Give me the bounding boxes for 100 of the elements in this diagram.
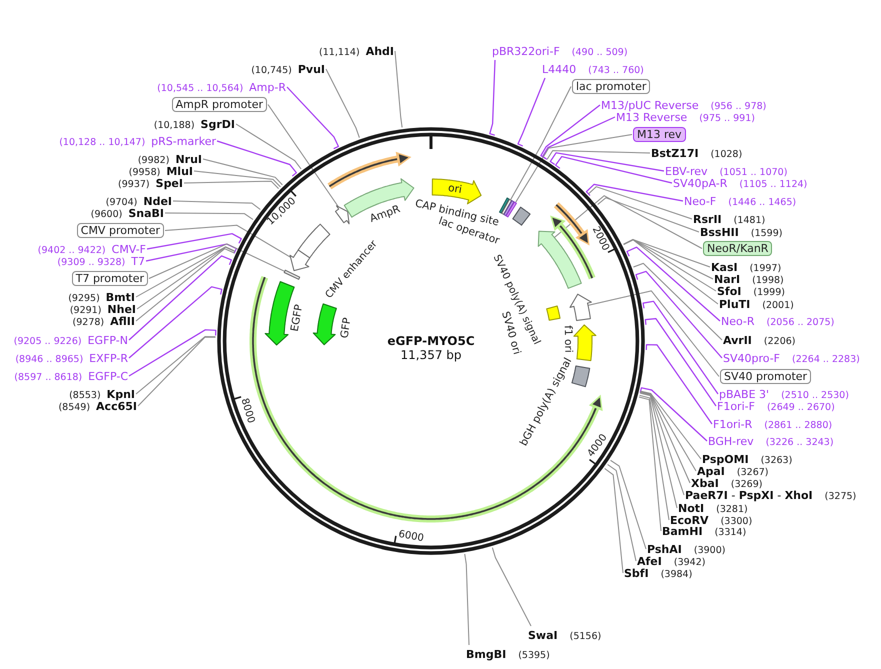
leader-line <box>554 195 702 249</box>
leader-line <box>510 86 572 200</box>
enzyme-name: BssHII <box>700 226 739 239</box>
primer-name: pBABE 3' <box>719 388 770 401</box>
enzyme-name: SbfI <box>624 567 649 580</box>
primer-binding-position: (8946 .. 8965) <box>15 354 84 365</box>
primer-name: pBR322ori-F <box>492 45 560 58</box>
primer-binding-position: (2056 .. 2075) <box>766 317 834 328</box>
leader-line <box>632 262 722 340</box>
feature-label: GFP <box>338 317 354 340</box>
leader-line <box>394 50 403 128</box>
leader-line <box>640 392 678 508</box>
enzyme-name: KasI <box>711 261 738 274</box>
cut-site-position: (3900) <box>694 545 726 556</box>
primer-name: EGFP-N <box>88 334 128 347</box>
feature-label: SV40 promoter <box>720 369 812 384</box>
leader-line <box>202 158 283 186</box>
primer-name: pRS-marker <box>151 135 216 148</box>
leader-line <box>146 244 237 262</box>
cut-site-position: (1998) <box>752 275 784 286</box>
enzyme-name: BmtI <box>106 291 135 304</box>
enzyme-name: AvrII <box>723 334 752 347</box>
primer-name: Amp-R <box>249 81 286 94</box>
leader-line <box>604 468 624 574</box>
leader-line <box>146 233 242 250</box>
enzyme-name: RsrII <box>693 213 722 226</box>
enzyme-name: SwaI <box>528 629 558 642</box>
leader-line <box>623 239 714 280</box>
cut-site-position: (3942) <box>674 557 706 568</box>
leader-line <box>136 246 236 310</box>
enzyme-name: KpnI <box>106 388 135 401</box>
enzyme-name: NruI <box>175 153 202 166</box>
cut-site-position: (2206) <box>764 336 796 347</box>
cut-site-position: (5156) <box>570 631 602 642</box>
leader-line <box>172 200 261 210</box>
enzyme-name: Acc65I <box>96 400 137 413</box>
enzyme-name: ApaI <box>697 465 725 478</box>
leader-line <box>464 553 470 646</box>
leader-line <box>492 547 532 626</box>
enzyme-name: XbaI <box>691 477 719 490</box>
primer-binding-position: (10,128 .. 10,147) <box>59 137 146 148</box>
leader-line <box>588 186 692 220</box>
enzyme-name: PspOMI <box>702 453 749 466</box>
enzyme-name: PluTI <box>719 298 750 311</box>
leader-line <box>555 156 672 184</box>
leader-line <box>642 300 718 394</box>
leader-line <box>489 60 496 136</box>
enzyme-name: MluI <box>166 165 193 178</box>
cut-site-position: (9278) <box>72 317 104 328</box>
enzyme-name: EcoRV <box>670 514 709 527</box>
cut-site-position: (3300) <box>720 516 752 527</box>
leader-line <box>644 318 716 406</box>
leader-line <box>640 391 690 484</box>
enzyme-name: PvuI <box>298 63 325 76</box>
primer-name: T7 <box>131 255 145 268</box>
enzyme-name: SnaBI <box>128 207 164 220</box>
leader-line <box>148 243 285 279</box>
feature-label: f1 ori <box>562 324 574 352</box>
primer-binding-position: (1446 .. 1465) <box>728 197 796 208</box>
cut-site-position: (3267) <box>736 467 768 478</box>
feature-label: NeoR/KanR <box>703 241 772 256</box>
primer-binding-position: (1051 .. 1070) <box>720 167 788 178</box>
enzyme-name: NheI <box>107 303 136 316</box>
leader-line <box>194 170 281 188</box>
leader-line <box>610 460 646 550</box>
cut-site-position: (3275) <box>824 491 856 502</box>
primer-binding-position: (956 .. 978) <box>710 101 766 112</box>
cut-site-position: (1999) <box>753 287 785 298</box>
feature-label: CMV promoter <box>76 223 164 238</box>
cut-site-position: (3984) <box>660 569 692 580</box>
primer-name: M13/pUC Reverse <box>601 99 699 112</box>
enzyme-name: AflII <box>110 315 135 328</box>
leader-line <box>515 134 632 203</box>
feature-label: EGFP <box>288 304 306 332</box>
enzyme-name: BamHI <box>662 525 703 538</box>
leader-line <box>286 86 339 150</box>
leader-line <box>607 464 636 562</box>
leader-line <box>540 104 600 159</box>
enzyme-name: BstZ17I <box>651 147 699 160</box>
enzyme-name: PshAI <box>647 543 682 556</box>
primer-binding-position: (2264 .. 2283) <box>792 354 860 365</box>
primer-binding-position: (1105 .. 1124) <box>739 179 808 190</box>
feature-label: M13 rev <box>633 127 686 142</box>
scale-label: 6000 <box>398 528 426 546</box>
cut-site-position: (3314) <box>714 527 746 538</box>
leader-line <box>136 336 216 394</box>
primer-name: BGH-rev <box>708 435 754 448</box>
primer-binding-position: (9205 .. 9226) <box>14 336 82 347</box>
cut-site-position: (2001) <box>762 300 794 311</box>
feature-label: lac promoter <box>572 79 650 94</box>
primer-name: M13 Reverse <box>616 111 688 124</box>
leader-line <box>164 224 293 259</box>
cut-site-position: (1481) <box>734 215 766 226</box>
enzyme-name: NdeI <box>143 195 172 208</box>
primer-binding-position: (2649 .. 2670) <box>766 402 835 413</box>
plasmid-size: 11,357 bp <box>400 348 462 362</box>
primer-name: EGFP-C <box>88 370 128 383</box>
primer-name: EXFP-R <box>89 352 128 365</box>
scale-label: 8000 <box>238 397 256 426</box>
enzyme-name: PaeR7I - PspXI - XhoI <box>685 489 813 502</box>
